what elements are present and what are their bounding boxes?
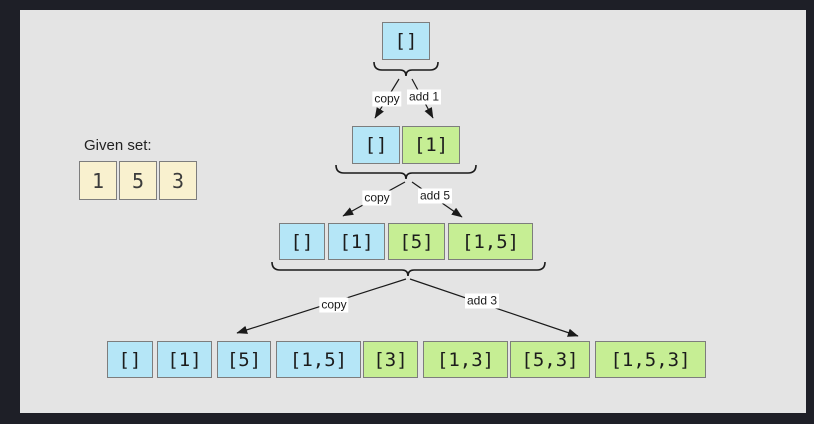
edge-label-add-2: add 5 [417, 188, 453, 204]
underbrace-level3 [271, 261, 546, 277]
given-set-item: 5 [119, 161, 157, 200]
edge-label-copy-1: copy [372, 91, 402, 107]
subset-box-l4: [1,3] [423, 341, 508, 378]
subset-box-l4: [3] [363, 341, 418, 378]
underbrace-level2 [335, 164, 477, 180]
given-set-item: 1 [79, 161, 117, 200]
subset-box-l3: [1,5] [448, 223, 533, 260]
edge-label-add-1: add 1 [406, 89, 442, 105]
edge-label-copy-2: copy [362, 190, 392, 206]
subset-box-l1: [] [382, 22, 430, 60]
subset-box-l4: [5] [217, 341, 271, 378]
subset-box-l4: [1,5,3] [595, 341, 706, 378]
subset-box-l4: [] [107, 341, 153, 378]
subset-box-l2: [1] [402, 126, 460, 164]
subset-box-l4: [5,3] [510, 341, 590, 378]
given-set-title: Given set: [84, 137, 152, 154]
given-set-item: 3 [159, 161, 197, 200]
diagram-panel: Given set: 1 5 3 [] copy add 1 [] [1] co… [20, 10, 806, 413]
edge-label-add-3: add 3 [464, 293, 500, 309]
subset-box-l2: [] [352, 126, 400, 164]
subset-box-l3: [] [279, 223, 325, 260]
subset-box-l3: [1] [328, 223, 385, 260]
subset-box-l4: [1,5] [276, 341, 361, 378]
subset-box-l4: [1] [157, 341, 212, 378]
edge-label-copy-3: copy [319, 297, 349, 313]
underbrace-level1 [373, 61, 439, 77]
subset-box-l3: [5] [388, 223, 445, 260]
